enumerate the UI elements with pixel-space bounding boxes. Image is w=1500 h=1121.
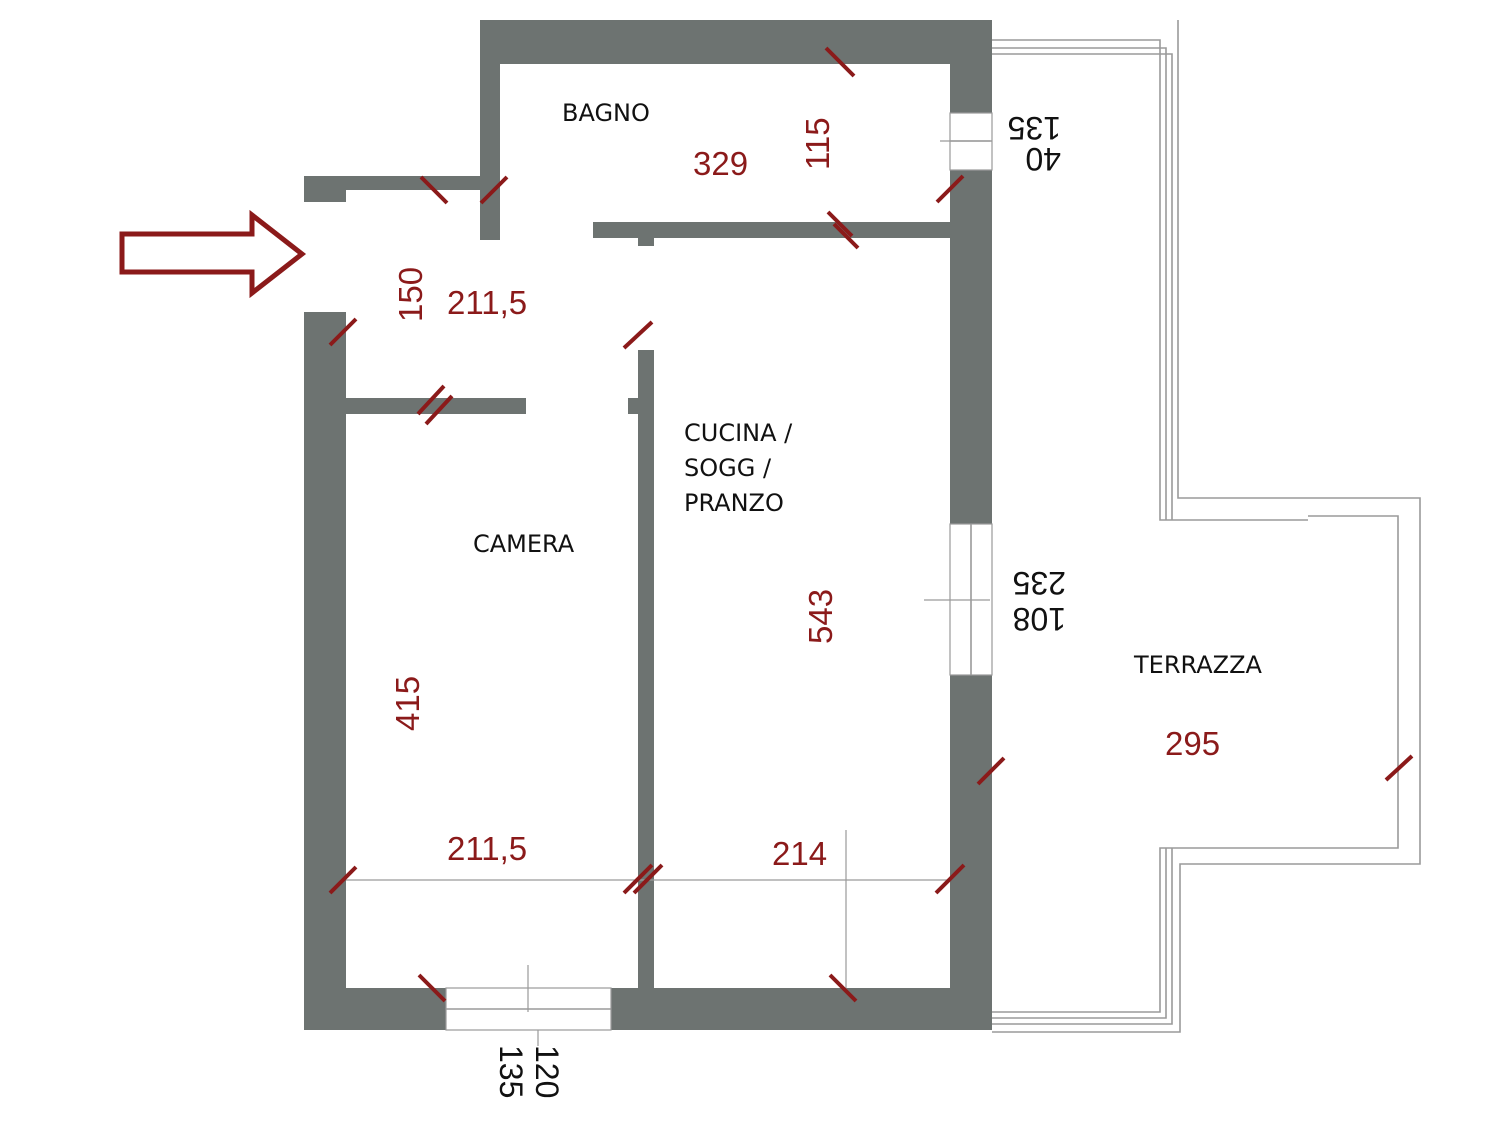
dim-bagno-length: 329 [693, 145, 748, 182]
dim-camera-width: 211,5 [447, 830, 527, 867]
entrance-arrow-icon [119, 209, 307, 299]
window-bagno-width: 135 [1008, 110, 1061, 146]
room-label-camera: CAMERA [473, 530, 575, 558]
window-cucina-height: 108 [1013, 601, 1066, 637]
wall-right-mid [950, 170, 992, 524]
room-label-cucina-line1: CUCINA / [684, 419, 793, 447]
dim-bagno-width: 115 [799, 117, 836, 170]
wall-bagno-left [480, 20, 500, 240]
wall-right-lower [950, 675, 992, 1030]
wall-entrance-top [304, 176, 480, 190]
dim-terrazza-width: 295 [1165, 725, 1220, 762]
window-camera-height: 135 [493, 1045, 529, 1098]
dim-camera-length: 415 [389, 676, 426, 731]
wall-partition [638, 350, 654, 990]
dimension-lines [346, 140, 990, 1046]
wall-left [304, 312, 346, 1030]
dim-hall-width: 150 [392, 267, 429, 322]
dimension-ticks [328, 46, 1414, 1003]
walls [304, 20, 992, 1030]
window-camera-width: 120 [529, 1045, 565, 1098]
windows [445, 112, 993, 1031]
terrace-railings [992, 20, 1421, 1033]
dim-cucina-width: 214 [772, 835, 827, 872]
room-label-cucina-line2: SOGG / [684, 454, 772, 482]
wall-right-upper [950, 20, 992, 113]
dim-hall-length: 211,5 [447, 284, 527, 321]
wall-bottom-left [304, 988, 446, 1030]
wall-camera-top [346, 398, 526, 414]
wall-bagno-kitchen [593, 222, 950, 238]
window-bagno-height: 40 [1025, 141, 1061, 177]
wall-partition-stub [628, 398, 642, 414]
room-label-terrazza: TERRAZZA [1133, 651, 1263, 679]
wall-bagno-top [480, 20, 992, 64]
wall-bagno-kitchen-stub [638, 222, 654, 246]
wall-entrance-stub [304, 176, 346, 202]
wall-bottom-right [611, 988, 992, 1030]
dim-cucina-length: 543 [802, 589, 839, 644]
room-label-cucina-line3: PRANZO [684, 489, 784, 517]
room-label-bagno: BAGNO [562, 99, 650, 127]
window-cucina-width: 235 [1013, 565, 1066, 601]
